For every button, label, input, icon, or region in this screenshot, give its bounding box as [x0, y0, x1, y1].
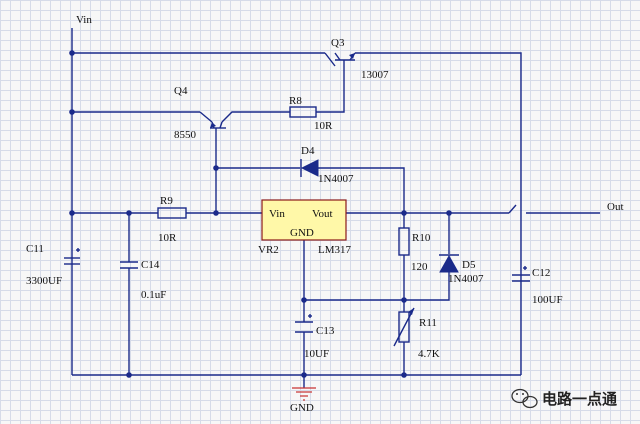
regulator-ref-label: VR2 — [258, 244, 279, 256]
junction-dot — [401, 210, 407, 216]
c12-value-label: 100UF — [532, 294, 563, 306]
r9-value-label: 10R — [158, 232, 177, 244]
watermark: 电路一点通 — [511, 388, 617, 409]
q3-collector-line — [334, 52, 341, 61]
junction-dot — [401, 372, 407, 378]
q3-ref-label: Q3 — [331, 37, 345, 49]
r11-ref-label: R11 — [419, 317, 437, 329]
c11-value-label: 3300UF — [26, 275, 62, 287]
r8-ref-label: R8 — [289, 95, 302, 107]
resistor-r11-body — [398, 311, 410, 343]
diode-d5-symbol — [439, 254, 459, 273]
net-label-gnd: GND — [290, 402, 314, 414]
q4-value-label: 8550 — [174, 129, 197, 141]
q4-ref-label: Q4 — [174, 85, 188, 97]
r8-value-label: 10R — [314, 120, 333, 132]
q4-collector-line — [219, 121, 223, 129]
ground-icon — [292, 387, 316, 401]
junction-dot — [213, 210, 219, 216]
c13-value-label: 10UF — [304, 348, 329, 360]
regulator-pin-in-label: Vin — [269, 208, 285, 220]
junction-dot — [69, 109, 75, 115]
c12-ref-label: C12 — [532, 267, 550, 279]
wire-q4-collector-r8 — [221, 111, 290, 123]
potentiometer-r11-symbol — [393, 307, 415, 347]
c14-value-label: 0.1uF — [141, 289, 166, 301]
wechat-icon — [511, 388, 538, 409]
resistor-r10-body — [398, 227, 410, 256]
q4-emitter-lead — [199, 111, 213, 123]
labels: Vin Out GND Q3 13007 Q4 8550 R8 10R R9 1… — [26, 14, 624, 414]
d5-ref-label: D5 — [462, 259, 476, 271]
resistor-r9-body — [157, 207, 187, 219]
junction-dot — [126, 210, 132, 216]
diode-d4-symbol — [300, 159, 319, 177]
q4-emitter-arrow — [210, 122, 216, 128]
junction-dot — [446, 210, 452, 216]
r11-adjust-arrow-line — [393, 307, 415, 347]
capacitor-c14-symbol — [120, 261, 138, 269]
wire-r8-q3-base — [316, 66, 345, 113]
d4-ref-label: D4 — [301, 145, 315, 157]
net-label-out: Out — [607, 201, 624, 213]
wire-d5-bottom — [404, 272, 450, 301]
transistor-q3-symbol — [334, 52, 356, 66]
junction-dot — [69, 50, 75, 56]
c14-ref-label: C14 — [141, 259, 160, 271]
regulator-pin-gnd-label: GND — [290, 227, 314, 239]
wire-d4-right — [318, 167, 405, 213]
junction-dot — [126, 372, 132, 378]
wire-q3-emitter — [355, 52, 522, 375]
out-switch — [508, 204, 517, 214]
junction-dot — [301, 297, 307, 303]
junction-dot — [69, 210, 75, 216]
watermark-text: 电路一点通 — [542, 390, 617, 408]
capacitor-c13-symbol — [295, 314, 313, 333]
r11-value-label: 4.7K — [418, 348, 440, 360]
d4-triangle — [300, 159, 319, 177]
net-label-vin: Vin — [76, 14, 92, 26]
regulator-part-label: LM317 — [318, 244, 352, 256]
regulator-body — [261, 199, 347, 241]
junction-dot — [401, 297, 407, 303]
junctions — [69, 50, 452, 378]
regulator-vr2: Vin Vout GND — [261, 199, 347, 241]
capacitor-c11-symbol — [64, 248, 80, 265]
junction-dot — [301, 372, 307, 378]
r11-adjust-arrow-head — [408, 308, 414, 315]
d4-value-label: 1N4007 — [318, 173, 354, 185]
q3-value-label: 13007 — [361, 69, 389, 81]
r9-ref-label: R9 — [160, 195, 173, 207]
regulator-pin-out-label: Vout — [312, 208, 333, 220]
capacitor-c12-symbol — [512, 266, 530, 282]
r10-ref-label: R10 — [412, 232, 431, 244]
q3-collector-lead — [324, 52, 336, 67]
transistor-q4-symbol — [210, 121, 226, 129]
r10-value-label: 120 — [411, 261, 428, 273]
d5-triangle — [439, 254, 459, 273]
junction-dot — [213, 165, 219, 171]
resistor-r8-body — [289, 106, 317, 118]
c11-ref-label: C11 — [26, 243, 44, 255]
c13-ref-label: C13 — [316, 325, 335, 337]
q3-emitter-arrow — [349, 53, 355, 59]
d5-value-label: 1N4007 — [448, 273, 484, 285]
